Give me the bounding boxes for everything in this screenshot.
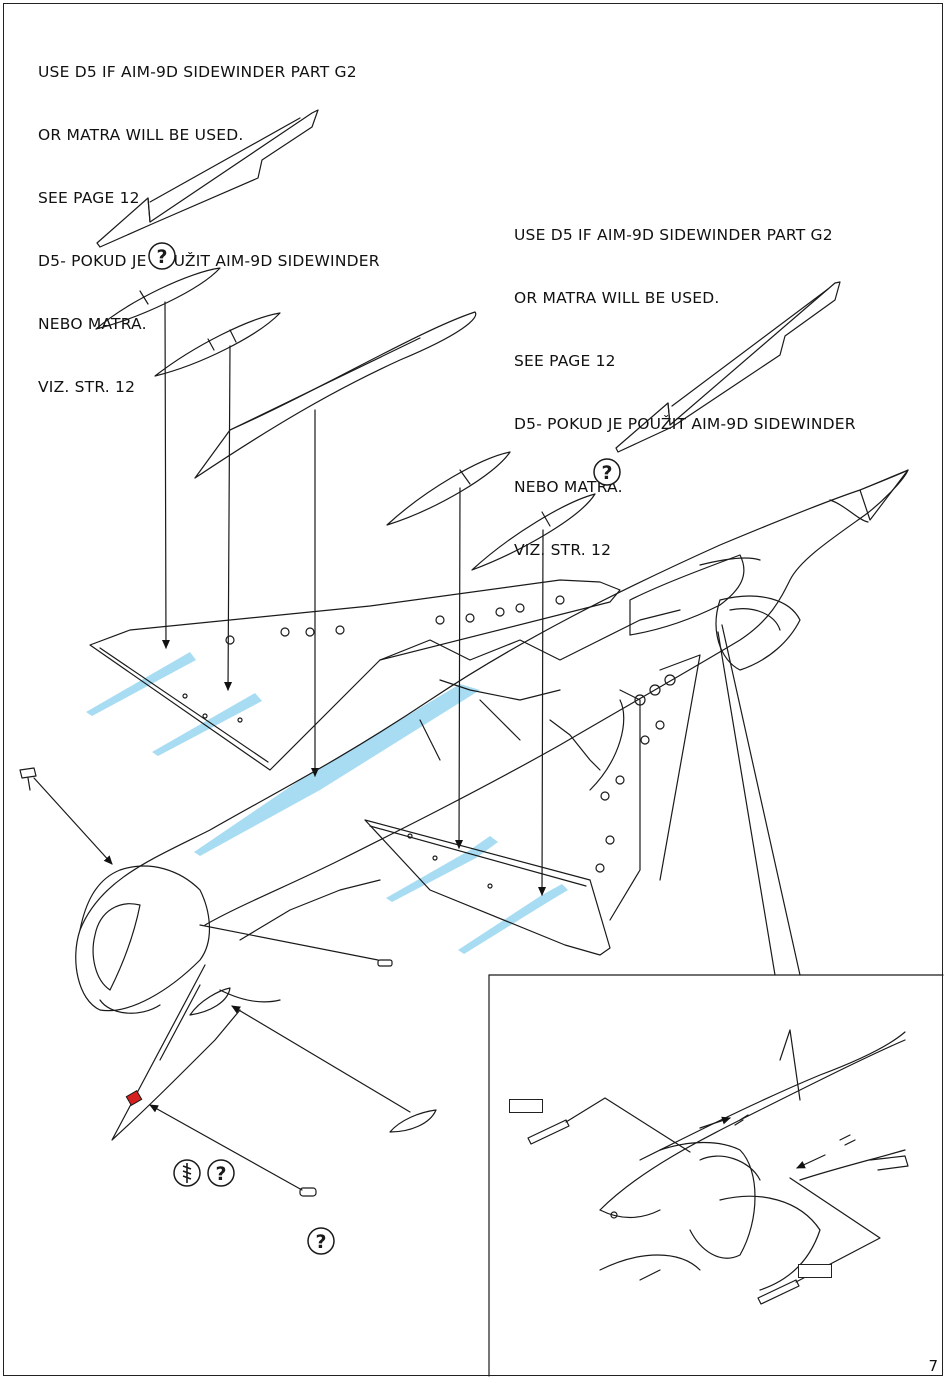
small-part-rod <box>377 959 393 967</box>
small-part-scoop <box>189 987 231 1016</box>
glue-streak <box>152 693 262 756</box>
note-line: SEE PAGE 12 <box>514 352 616 370</box>
glue-streak <box>386 836 498 902</box>
fin-part <box>386 451 511 526</box>
small-part-pin <box>19 767 37 791</box>
note-line: OR MATRA WILL BE USED. <box>38 126 244 144</box>
inset-callout-lines <box>717 624 801 976</box>
note-line: VIZ. STR. 12 <box>514 541 612 559</box>
detail-inset <box>488 974 944 1377</box>
small-part-antenna <box>389 1109 437 1133</box>
drill-bit-glyph <box>182 1163 192 1183</box>
rail-part-top-right <box>615 281 841 453</box>
page-number: 7 <box>928 1357 938 1375</box>
note-line: D5- POKUD JE POUŽIT AIM-9D SIDEWINDER <box>514 415 856 433</box>
aircraft-body <box>75 469 909 1141</box>
fin-part-large <box>194 311 477 479</box>
rail-part-top-left <box>96 109 319 248</box>
instruction-note-right: USE D5 IF AIM-9D SIDEWINDER PART G2 OR M… <box>514 183 856 582</box>
part-number-box <box>509 1099 543 1113</box>
assembly-arrows <box>33 301 547 1191</box>
question-mark-glyph: ? <box>315 1231 326 1253</box>
question-mark-glyph: ? <box>215 1163 226 1185</box>
glue-streak <box>194 684 480 856</box>
fin-part <box>471 493 596 571</box>
question-mark-circle-icon <box>307 1227 335 1255</box>
part-number-box <box>798 1264 832 1278</box>
page-frame <box>3 3 943 1376</box>
glue-streak <box>86 652 196 716</box>
small-part-light <box>299 1187 317 1197</box>
glue-streak <box>458 884 568 954</box>
question-mark-circle-icon <box>207 1159 235 1187</box>
fin-part <box>95 267 221 330</box>
fin-part <box>154 312 281 377</box>
note-line: VIZ. STR. 12 <box>38 378 136 396</box>
instruction-note-left: USE D5 IF AIM-9D SIDEWINDER PART G2 OR M… <box>38 20 380 419</box>
red-light-part <box>125 1089 143 1107</box>
question-mark-glyph: ? <box>601 462 612 484</box>
note-line: NEBO MATRA. <box>38 315 147 333</box>
question-mark-circle-icon <box>593 458 621 486</box>
glue-highlights <box>86 652 568 954</box>
note-line: SEE PAGE 12 <box>38 189 140 207</box>
panel-holes <box>182 595 676 889</box>
note-line: USE D5 IF AIM-9D SIDEWINDER PART G2 <box>514 226 833 244</box>
note-line: USE D5 IF AIM-9D SIDEWINDER PART G2 <box>38 63 357 81</box>
question-mark-circle-icon <box>148 242 176 270</box>
question-mark-glyph: ? <box>156 246 167 268</box>
note-line: OR MATRA WILL BE USED. <box>514 289 720 307</box>
